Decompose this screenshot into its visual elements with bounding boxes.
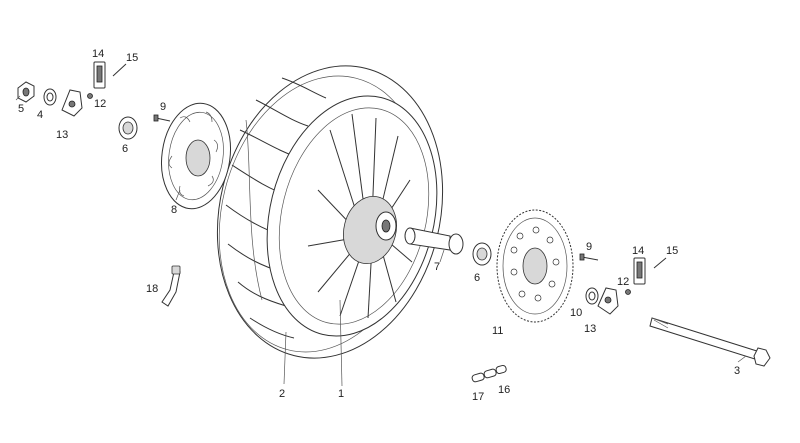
callout-7: 7 [434,261,440,273]
small-nut-right [625,289,631,295]
callout-14-left: 14 [92,48,104,60]
nut-left [17,81,35,103]
chain-adjuster-left [61,89,83,117]
chain-link [471,364,507,383]
callout-12-left: 12 [94,98,106,110]
callout-9-right: 9 [586,241,592,253]
rim [266,95,438,337]
callout-3: 3 [734,365,740,377]
callout-1: 1 [338,388,344,400]
bearing-left [118,116,138,140]
brake-disc [161,102,231,210]
axle [649,317,771,367]
sprocket [496,209,574,323]
washer-left [43,88,57,106]
bearing-right [472,242,492,266]
leader-lines [15,95,747,387]
screw-left [112,63,127,77]
callout-6-left: 6 [122,143,128,155]
callout-13-left: 13 [56,129,68,141]
chain-adjuster-right [597,287,619,315]
callout-5: 5 [18,103,24,115]
callout-labels: 1 2 3 4 5 6 6 7 8 9 9 10 11 12 12 13 13 … [18,48,740,403]
callout-2: 2 [279,388,285,400]
spacer [404,227,464,255]
washer-right [585,287,599,305]
adjuster-plate-right [633,257,646,285]
callout-16: 16 [498,384,510,396]
callout-17: 17 [472,391,484,403]
callout-18: 18 [146,283,158,295]
callout-15-left: 15 [126,52,138,64]
callout-12-right: 12 [617,276,629,288]
adjuster-plate-left [93,61,106,89]
callout-11: 11 [492,325,503,337]
callout-9-left: 9 [160,101,166,113]
bolt-disc [153,114,171,122]
screw-right [653,257,667,269]
small-nut-left [87,93,93,99]
bolt-sprocket [579,253,599,261]
callout-14-right: 14 [632,245,644,257]
callout-10: 10 [570,307,582,319]
callout-6-right: 6 [474,272,480,284]
callout-8: 8 [171,204,177,216]
callout-4: 4 [37,109,43,121]
valve-stem [161,265,181,307]
callout-13-right: 13 [584,323,596,335]
callout-15-right: 15 [666,245,678,257]
